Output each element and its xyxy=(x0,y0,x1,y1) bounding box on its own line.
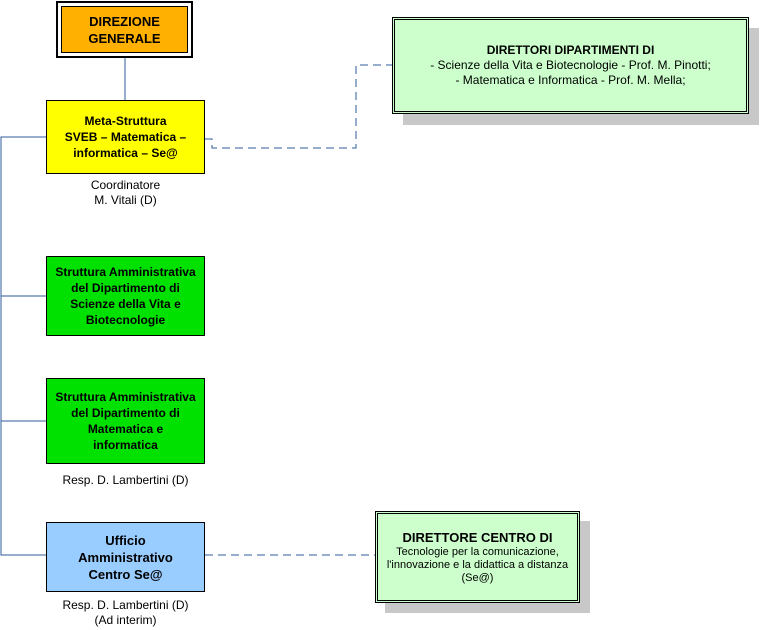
meta-direttori-dashed-connector xyxy=(205,64,414,149)
meta-caption: Coordinatore M. Vitali (D) xyxy=(46,178,205,208)
meta-struttura-box: Meta-Struttura SVEB – Matematica – infor… xyxy=(46,100,205,174)
direttori-dipartimenti-item2: - Matematica e Informatica - Prof. M. Me… xyxy=(455,73,686,87)
direttore-centro-line3: (Se@) xyxy=(461,572,494,584)
struttura-matematica-box: Struttura Amministrativa del Dipartiment… xyxy=(46,378,205,464)
matinf-line2: del Dipartimento di xyxy=(71,406,180,420)
ufficio-line2: Amministrativo xyxy=(78,549,173,565)
direttori-dipartimenti-item1: - Scienze della Vita e Biotecnologie - P… xyxy=(430,58,711,72)
direttore-centro-box: DIRETTORE CENTRO DI Tecnologie per la co… xyxy=(375,511,580,603)
direzione-line1: DIREZIONE xyxy=(89,13,160,29)
sveb-line2: del Dipartimento di xyxy=(71,281,180,295)
matinf-caption: Resp. D. Lambertini (D) xyxy=(46,473,205,488)
direttori-dipartimenti-box: DIRETTORI DIPARTIMENTI DI - Scienze dell… xyxy=(392,17,749,114)
direzione-generale-box: DIREZIONE GENERALE xyxy=(56,1,193,58)
direzione-generale-inner: DIREZIONE GENERALE xyxy=(61,6,188,53)
ufficio-line1: Ufficio xyxy=(105,532,146,548)
meta-line1: Meta-Struttura xyxy=(84,114,167,128)
meta-line3: informatica – Se@ xyxy=(73,146,178,160)
direttore-centro-line2: l'innovazione e la didattica a distanza xyxy=(386,559,569,571)
sveb-line1: Struttura Amministrativa xyxy=(55,265,196,279)
matinf-line1: Struttura Amministrativa xyxy=(55,390,196,404)
ufficio-caption: Resp. D. Lambertini (D) (Ad interim) xyxy=(36,598,215,628)
direttore-centro-title: DIRETTORE CENTRO DI xyxy=(402,530,553,545)
direttori-dipartimenti-title: DIRETTORI DIPARTIMENTI DI xyxy=(486,43,655,57)
ufficio-line3: Centro Se@ xyxy=(88,566,163,582)
left-spine-connector xyxy=(0,136,46,556)
meta-line2: SVEB – Matematica – xyxy=(64,130,187,144)
meta-caption-line1: Coordinatore xyxy=(90,178,161,192)
sveb-line4: Biotecnologie xyxy=(85,313,166,327)
meta-caption-line2: M. Vitali (D) xyxy=(94,193,157,207)
struttura-sveb-box: Struttura Amministrativa del Dipartiment… xyxy=(46,256,205,336)
ufficio-amministrativo-box: Ufficio Amministrativo Centro Se@ xyxy=(46,522,205,592)
matinf-line4: informatica xyxy=(93,438,158,452)
sveb-line3: Scienze della Vita e xyxy=(70,297,181,311)
ufficio-caption-line1: Resp. D. Lambertini (D) xyxy=(62,598,189,612)
ufficio-caption-line2: (Ad interim) xyxy=(94,613,157,627)
direzione-line2: GENERALE xyxy=(88,30,161,46)
direttore-centro-line1: Tecnologie per la comunicazione, xyxy=(396,546,559,558)
matinf-caption-line1: Resp. D. Lambertini (D) xyxy=(62,473,189,487)
matinf-line3: Matematica e xyxy=(87,422,164,436)
